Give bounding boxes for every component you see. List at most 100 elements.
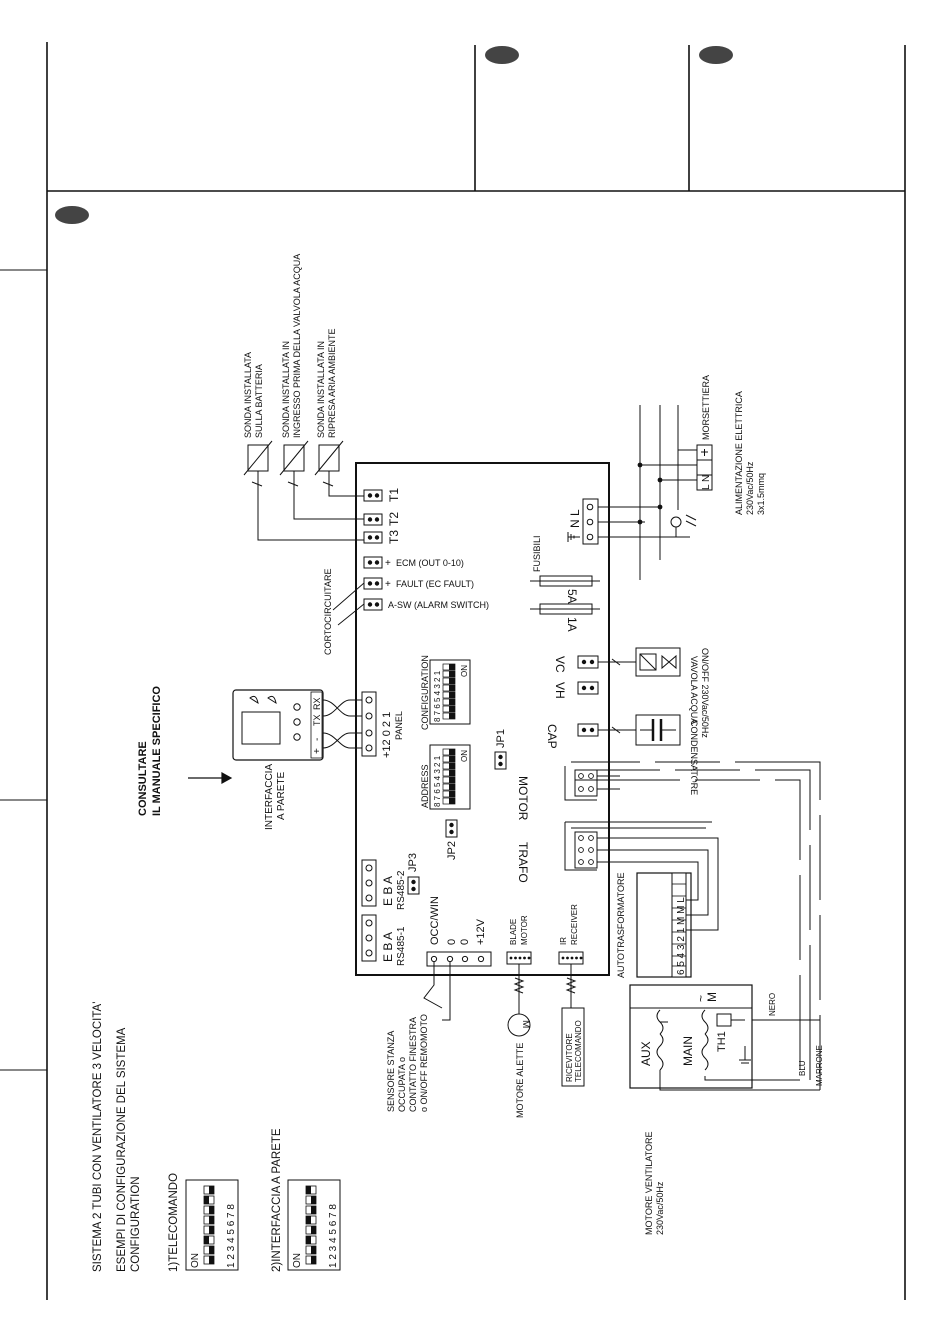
- wall-interface-device: RX TX - +: [232, 689, 324, 761]
- autotransformer-strip-labels: 6 5 4 3 2 1 M M L: [676, 897, 687, 975]
- address-dip-numbers: 8 7 6 5 4 3 2 1: [433, 755, 442, 807]
- th1-label: TH1: [716, 1031, 728, 1052]
- panel-terminal: +12 0 2 1 PANEL: [361, 691, 404, 758]
- motore-ventilatore-line2: 230Vac/50Hz: [655, 1181, 665, 1235]
- power-labels: MORSETTIERA ALIMENTAZIONE ELETTRICA 230V…: [701, 375, 766, 515]
- power-supply-wiring: [598, 405, 697, 580]
- marrone-label: MARRONE: [815, 1045, 824, 1086]
- fusibili-label: FUSIBILI: [532, 535, 542, 572]
- config-examples-title: ESEMPI DI CONFIGURAZIONE DEL SISTEMA: [116, 1027, 128, 1272]
- address-dip: ADDRESS 8 7 6 5 4 3 2 1 ON: [420, 744, 471, 810]
- dip-example-telecomando: ON 1 2 3 4 5 6 7 8: [185, 1179, 239, 1271]
- motor-label: MOTOR: [516, 776, 530, 821]
- example-wall-interface-label: 2)INTERFACCIA A PARETE: [271, 1128, 283, 1272]
- fuse-1a-label: 1A: [565, 617, 579, 632]
- jp3-label: JP3: [407, 853, 419, 872]
- morsettiera-label: MORSETTIERA: [701, 375, 711, 440]
- fault-label: FAULT (EC FAULT): [396, 579, 474, 589]
- occwin-zero-b: 0: [459, 939, 471, 945]
- fuse-5a-label: 5A: [565, 589, 579, 604]
- autotrasformatore-label: AUTOTRASFORMATORE: [616, 872, 626, 978]
- power-nl-label: N L: [568, 509, 582, 528]
- consult-line-1: CONSULTARE: [137, 741, 149, 816]
- lead-color-labels: NERO BLU MARRONE: [768, 993, 824, 1086]
- occwin-terminal: OCC/WIN 0 0 +12V: [426, 896, 492, 967]
- controller-board: [355, 462, 610, 976]
- ricevitore-line1: RICEVITORE: [565, 1033, 574, 1082]
- t3-label: T3: [387, 530, 401, 544]
- sonda1-line1: SONDA INSTALLATA: [243, 352, 253, 438]
- trafo-connector: TRAFO: [516, 831, 598, 883]
- rs485-1-label: RS485-1: [396, 926, 407, 966]
- configuration-dip-on: ON: [460, 665, 469, 677]
- address-dip-label: ADDRESS: [420, 764, 430, 808]
- t2-label: T2: [387, 512, 401, 526]
- panel-terminal-numbers: +12 0 2 1: [381, 712, 393, 758]
- condensatore-label: CONDENSATORE: [689, 720, 699, 795]
- ir-receiver-label-2: RECEIVER: [570, 904, 579, 945]
- autotransformer: 6 5 4 3 2 1 M M L: [636, 872, 692, 978]
- alimentazione-line1: ALIMENTAZIONE ELETTRICA: [734, 391, 744, 515]
- wall-interface-label-2: A PARETE: [276, 772, 287, 820]
- fan-motor-m: M: [705, 992, 719, 1002]
- jumper-jp2: JP2: [445, 819, 458, 860]
- capacitor: [598, 714, 681, 746]
- valve-label-1: VAVOLA ACQUA: [689, 656, 699, 724]
- system-title-group: SISTEMA 2 TUBI CON VENTILATORE 3 VELOCIT…: [92, 1002, 283, 1272]
- sonda3-line1: SONDA INSTALLATA IN: [316, 341, 326, 438]
- motore-ventilatore-line1: MOTORE VENTILATORE: [644, 1131, 654, 1235]
- water-valve: [598, 647, 681, 677]
- ir-receiver-device: [561, 964, 585, 1087]
- ir-receiver-connector: IR RECEIVER: [558, 904, 584, 965]
- vh-label: VH: [553, 682, 567, 699]
- sonda3-line2: RIPRESA ARIA AMBIENTE: [327, 328, 337, 438]
- sensor-line4: o ON/OFF REMOMOTO: [419, 1014, 429, 1112]
- blade-motor-symbol: M: [520, 1020, 531, 1028]
- panel-cross-wiring: [322, 699, 362, 749]
- fan-motor: [629, 984, 753, 1089]
- rs485-2-terminal: E B A RS485-2: [361, 859, 407, 910]
- fuse-1a: 1A: [530, 603, 600, 632]
- valve-label-2: ON/OFF 230Vac/50Hz: [700, 648, 710, 738]
- alimentazione-line2: 230Vac/50Hz: [745, 461, 755, 515]
- panel-label: PANEL: [394, 711, 404, 740]
- ir-receiver-label-1: IR: [559, 937, 568, 945]
- wall-interface-label-1: INTERFACCIA: [264, 764, 275, 830]
- sensor-line2: OCCUPATA o: [397, 1057, 407, 1112]
- marker-dot-1: [485, 46, 519, 64]
- sonda2-line2: INGRESSO PRIMA DELLA VALVOLA ACQUA: [292, 254, 302, 438]
- wire-dashes: [640, 760, 822, 1015]
- wall-if-tx: TX: [312, 714, 322, 726]
- occupancy-labels: SENSORE STANZA OCCUPATA o CONTATTO FINES…: [386, 1014, 429, 1112]
- dip2-numbers: 1 2 3 4 5 6 7 8: [328, 1204, 339, 1268]
- shortcircuit-leaders: [332, 582, 365, 626]
- wall-if-rx: RX: [312, 697, 322, 710]
- trafo-label: TRAFO: [516, 842, 530, 883]
- fuse-5a: 5A: [530, 575, 600, 604]
- aux-label: AUX: [639, 1041, 653, 1066]
- sensor-line3: CONTATTO FINESTRA: [408, 1017, 418, 1112]
- sonda1-line2: SULLA BATTERIA: [254, 364, 264, 438]
- marker-dot-2: [699, 46, 733, 64]
- morsettiera-terminal: L N: [696, 444, 713, 491]
- blade-motor-label-1: BLADE: [509, 919, 518, 945]
- power-terminal: N L: [567, 498, 599, 545]
- jp1-label: JP1: [495, 729, 507, 748]
- blu-label: BLU: [798, 1060, 807, 1076]
- configuration-dip: CONFIGURATION 8 7 6 5 4 3 2 1 ON: [420, 655, 471, 730]
- jumper-jp3: JP3: [407, 853, 420, 895]
- morsettiera-ln: L N: [701, 475, 712, 490]
- dip1-numbers: 1 2 3 4 5 6 7 8: [226, 1204, 237, 1268]
- occupancy-contact: [423, 962, 451, 1021]
- svg-text:+: +: [385, 558, 391, 569]
- system-title: SISTEMA 2 TUBI CON VENTILATORE 3 VELOCIT…: [92, 1002, 104, 1272]
- jp2-label: JP2: [446, 841, 458, 860]
- main-label: MAIN: [681, 1036, 695, 1066]
- vc-label: VC: [553, 656, 567, 673]
- temperature-probes: [243, 440, 364, 541]
- configuration-dip-label: CONFIGURATION: [420, 655, 430, 730]
- svg-text:~: ~: [694, 995, 708, 1002]
- address-dip-on: ON: [460, 750, 469, 762]
- occwin-label: OCC/WIN: [429, 896, 441, 945]
